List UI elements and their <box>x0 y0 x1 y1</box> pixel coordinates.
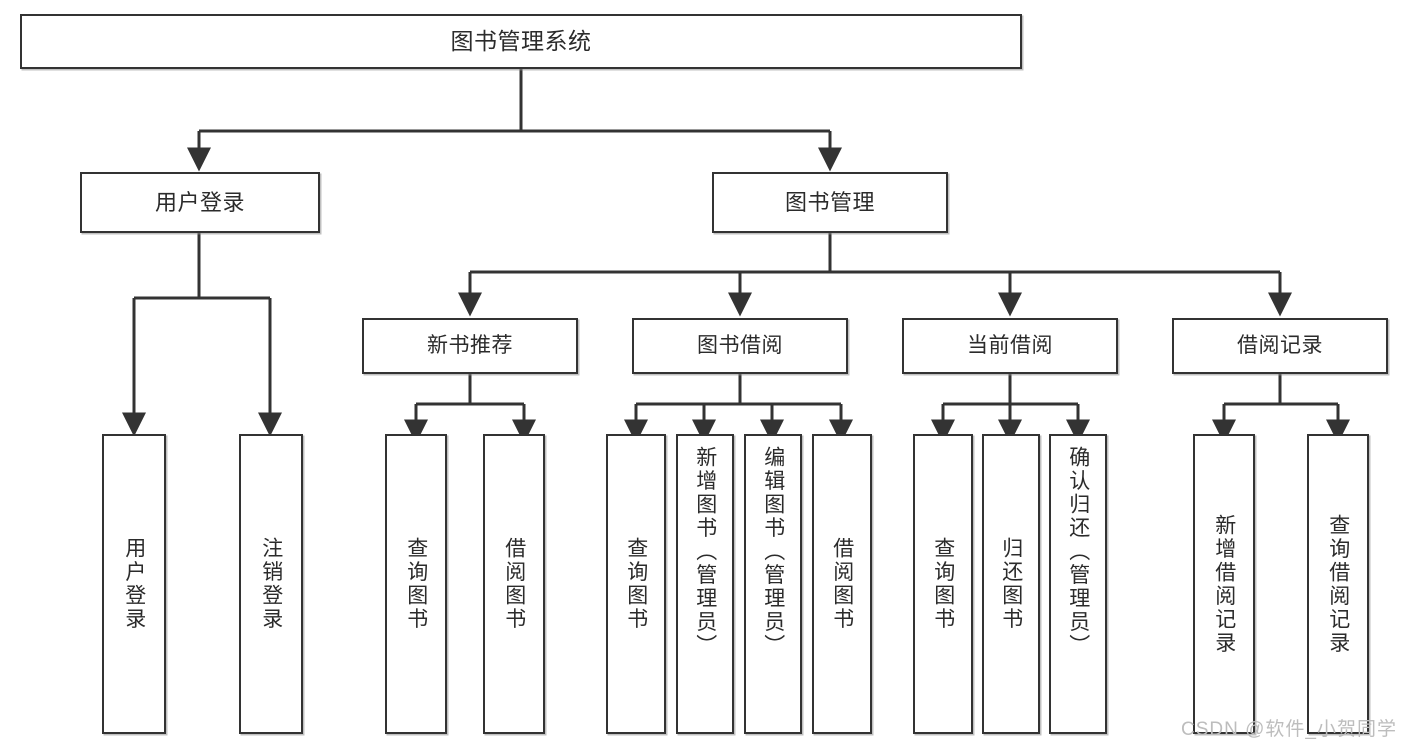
node-label: 借阅图书 <box>502 537 526 631</box>
node-new-book-recommend[interactable]: 新书推荐 <box>362 318 578 374</box>
node-leaf-add-book-admin[interactable]: 新增图书（管理员） <box>676 434 734 734</box>
node-label: 图书管理 <box>784 189 875 215</box>
node-leaf-query-book-recommend[interactable]: 查询图书 <box>385 434 447 734</box>
node-leaf-query-borrow-record[interactable]: 查询借阅记录 <box>1307 434 1369 734</box>
watermark-text: CSDN @软件_小贺同学 <box>1181 719 1397 740</box>
node-leaf-edit-book-admin[interactable]: 编辑图书（管理员） <box>744 434 802 734</box>
node-label: 注销登录 <box>259 537 283 631</box>
node-label: 图书借阅 <box>697 333 783 357</box>
node-label: 用户登录 <box>122 537 146 631</box>
node-leaf-query-book-current[interactable]: 查询图书 <box>913 434 973 734</box>
node-borrow-record[interactable]: 借阅记录 <box>1172 318 1388 374</box>
node-root-system[interactable]: 图书管理系统 <box>20 14 1022 69</box>
node-leaf-return-book[interactable]: 归还图书 <box>982 434 1040 734</box>
node-leaf-borrow-book-recommend[interactable]: 借阅图书 <box>483 434 545 734</box>
node-label: 新增借阅记录 <box>1212 513 1236 655</box>
node-leaf-logout[interactable]: 注销登录 <box>239 434 303 734</box>
node-label: 用户登录 <box>154 189 245 215</box>
node-label: 借阅图书 <box>830 537 854 631</box>
node-label: 归还图书 <box>999 537 1023 631</box>
node-label: 当前借阅 <box>967 333 1053 357</box>
node-label: 查询借阅记录 <box>1326 513 1350 655</box>
node-label: 确认归还（管理员） <box>1066 446 1090 658</box>
node-user-login[interactable]: 用户登录 <box>80 172 320 233</box>
node-label: 新增图书（管理员） <box>693 446 717 658</box>
node-label: 图书管理系统 <box>450 27 592 54</box>
node-label: 新书推荐 <box>427 333 513 357</box>
node-label: 查询图书 <box>404 537 428 631</box>
node-label: 查询图书 <box>624 537 648 631</box>
node-leaf-query-book[interactable]: 查询图书 <box>606 434 666 734</box>
node-leaf-user-login[interactable]: 用户登录 <box>102 434 166 734</box>
node-leaf-confirm-return-admin[interactable]: 确认归还（管理员） <box>1049 434 1107 734</box>
node-label: 编辑图书（管理员） <box>761 446 785 658</box>
node-book-borrow[interactable]: 图书借阅 <box>632 318 848 374</box>
node-book-management[interactable]: 图书管理 <box>712 172 948 233</box>
node-leaf-add-borrow-record[interactable]: 新增借阅记录 <box>1193 434 1255 734</box>
node-leaf-borrow-book[interactable]: 借阅图书 <box>812 434 872 734</box>
node-label: 查询图书 <box>931 537 955 631</box>
node-current-borrow[interactable]: 当前借阅 <box>902 318 1118 374</box>
node-label: 借阅记录 <box>1237 333 1323 357</box>
